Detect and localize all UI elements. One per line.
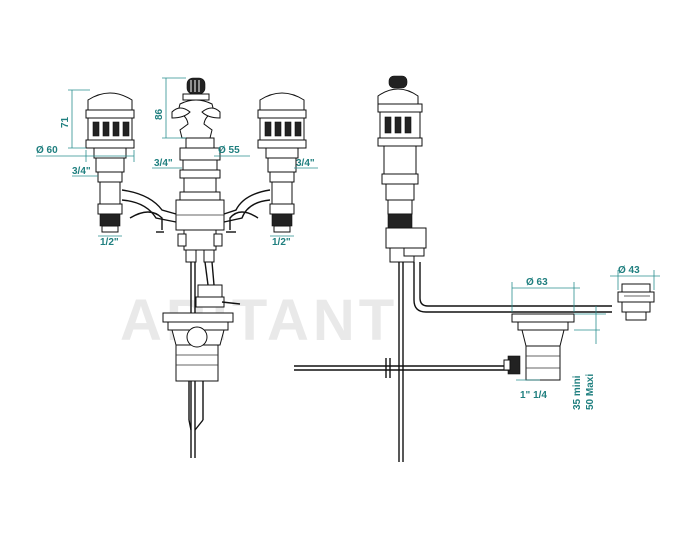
connecting-hoses bbox=[121, 189, 271, 233]
dim-waste-diameter: Ø 63 bbox=[526, 277, 548, 288]
side-view: Ø 63 Ø 43 1" 1/4 35 mini 50 Maxi bbox=[294, 75, 660, 462]
dim-handle-diameter: Ø 60 bbox=[36, 145, 58, 156]
side-knob bbox=[617, 283, 655, 321]
dim-center-thread: 3/4" bbox=[154, 158, 173, 169]
dim-max-thickness: 50 Maxi bbox=[585, 374, 596, 410]
dim-min-thickness: 35 mini bbox=[572, 375, 583, 410]
center-cross-handle bbox=[171, 77, 221, 139]
right-handle bbox=[257, 92, 307, 233]
front-dimensions: 71 86 Ø 60 Ø 55 3/4" 3/4" 3/4" 1/2" 1/2" bbox=[36, 77, 318, 248]
waste-drain bbox=[162, 312, 234, 431]
front-view: 71 86 Ø 60 Ø 55 3/4" 3/4" 3/4" 1/2" 1/2" bbox=[36, 77, 318, 458]
dim-drain-thread: 1" 1/4 bbox=[520, 390, 547, 401]
dim-spout-diameter: Ø 55 bbox=[218, 145, 240, 156]
dim-spout-height: 86 bbox=[154, 108, 165, 120]
dim-knob-diameter: Ø 43 bbox=[618, 265, 640, 276]
dim-left-thread-lower: 1/2" bbox=[100, 237, 119, 248]
dim-right-thread-lower: 1/2" bbox=[272, 237, 291, 248]
side-handle bbox=[377, 75, 427, 263]
watermark: ABITANT bbox=[120, 288, 398, 353]
dim-left-thread-upper: 3/4" bbox=[72, 166, 91, 177]
dim-right-thread-upper: 3/4" bbox=[296, 158, 315, 169]
side-dimensions: Ø 63 Ø 43 1" 1/4 35 mini 50 Maxi bbox=[511, 265, 660, 410]
dim-handle-height: 71 bbox=[60, 116, 71, 128]
side-waste bbox=[503, 313, 575, 381]
spout-body bbox=[175, 137, 225, 251]
left-handle bbox=[85, 92, 135, 233]
